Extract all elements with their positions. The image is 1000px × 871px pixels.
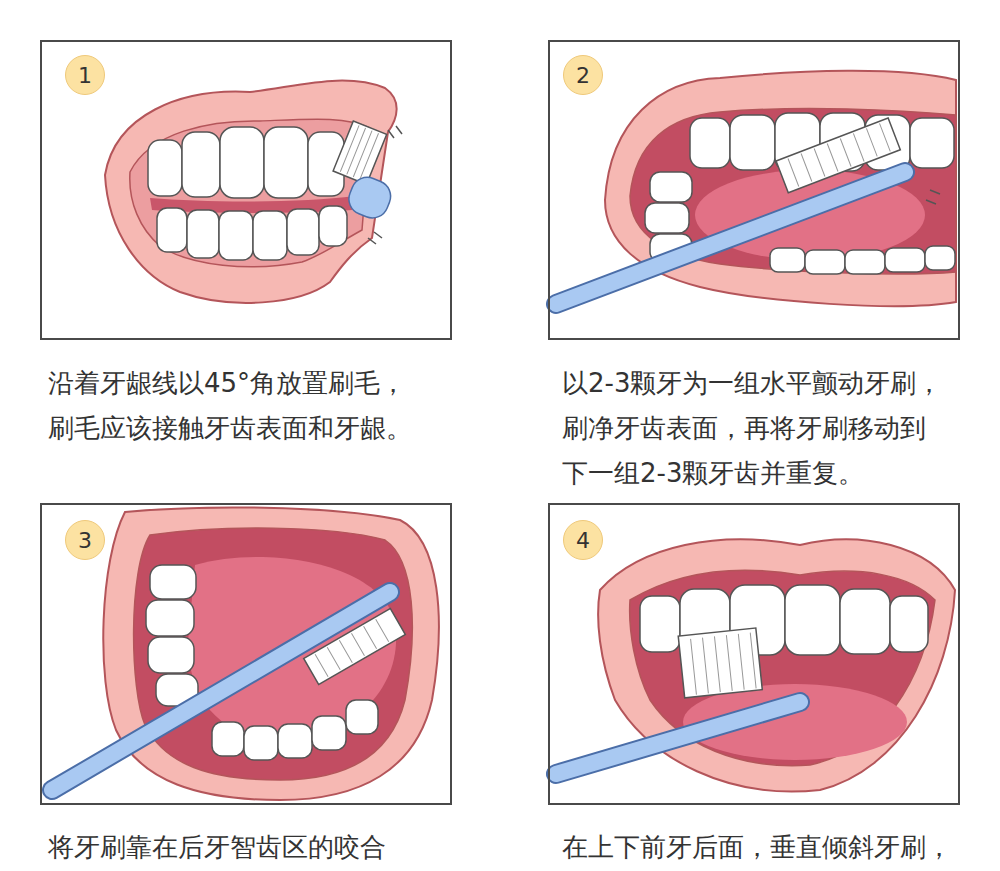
panel-frame — [548, 503, 960, 805]
tooth — [182, 132, 220, 197]
step-caption: 将牙刷靠在后牙智齿区的咬合 — [48, 825, 392, 870]
tooth — [805, 250, 845, 274]
bristle-block — [304, 608, 406, 684]
brush-handle — [556, 702, 800, 774]
step-panel: 沿着牙龈线以45°角放置刷毛， 刷毛应该接触牙齿表面和牙龈。1 — [40, 40, 452, 340]
bristle-lines — [788, 123, 890, 186]
callout-number: 1 — [78, 63, 92, 88]
lips — [105, 81, 397, 303]
mouth-front — [105, 81, 413, 303]
tooth — [840, 589, 890, 654]
tooth — [253, 211, 287, 260]
bristles — [776, 118, 900, 193]
step-number-badge: 2 — [563, 55, 603, 95]
tooth — [770, 248, 805, 272]
tooth — [910, 118, 954, 168]
molar — [645, 203, 689, 233]
callout-number: 3 — [78, 528, 92, 553]
molar — [146, 600, 194, 636]
panel-frame — [548, 40, 960, 340]
tooth — [187, 210, 219, 258]
tooth — [845, 250, 885, 274]
motion-mark — [926, 190, 940, 204]
callout-number: 2 — [576, 63, 590, 88]
step-panel: 将牙刷靠在后牙智齿区的咬合3 — [40, 503, 452, 805]
brush-handle — [52, 592, 390, 790]
tooth — [148, 140, 182, 196]
tooth — [925, 246, 955, 270]
tooth — [244, 726, 278, 760]
tooth — [785, 585, 840, 655]
mouth-front-open — [556, 539, 955, 791]
bristle-lines — [691, 633, 757, 695]
brush-handle-outline — [52, 592, 390, 790]
tooth — [730, 115, 775, 170]
step-panel: 以2-3颗牙为一组水平颤动牙刷， 刷净牙齿表面，再将牙刷移动到 下一组2-3颗牙… — [548, 40, 960, 340]
brush-handle-outline — [556, 172, 905, 304]
molar — [150, 565, 196, 599]
molar — [148, 637, 194, 673]
bristle-lines — [315, 619, 389, 677]
tooth — [219, 211, 253, 260]
bristles — [304, 608, 406, 684]
motion-mark — [368, 126, 402, 244]
brush-handle — [556, 172, 905, 304]
step-number-badge: 3 — [65, 520, 105, 560]
tooth — [690, 118, 730, 168]
molar — [650, 172, 692, 202]
toothbrush-head — [322, 121, 413, 223]
mouth-open — [52, 507, 439, 800]
callout-number: 4 — [576, 528, 590, 553]
tooth — [157, 208, 187, 252]
bristle-block — [776, 118, 900, 193]
brush-head — [344, 173, 395, 223]
tooth — [212, 722, 244, 756]
bristle-lines — [340, 125, 378, 179]
step-caption: 在上下前牙后面，垂直倾斜牙刷， — [562, 825, 958, 870]
mouth-side — [556, 71, 956, 306]
step-number-badge: 1 — [65, 55, 105, 95]
step-number-badge: 4 — [563, 520, 603, 560]
mouth-inside — [130, 119, 370, 267]
tooth — [278, 724, 312, 758]
tooth — [346, 700, 378, 734]
tooth — [319, 206, 347, 246]
tooth — [890, 596, 928, 652]
bristle-block — [678, 628, 762, 698]
step-caption: 沿着牙龈线以45°角放置刷毛， 刷毛应该接触牙齿表面和牙龈。 — [48, 361, 419, 451]
tooth — [885, 248, 925, 272]
step-caption: 以2-3颗牙为一组水平颤动牙刷， 刷净牙齿表面，再将牙刷移动到 下一组2-3颗牙… — [562, 361, 949, 496]
tooth — [287, 209, 319, 255]
tooth — [312, 716, 346, 750]
bristles — [678, 628, 762, 698]
step-panel: 在上下前牙后面，垂直倾斜牙刷，4 — [548, 503, 960, 805]
brush-handle-outline — [556, 702, 800, 774]
tooth — [640, 596, 680, 652]
tooth — [220, 127, 264, 198]
tooth — [264, 127, 308, 198]
bristles — [333, 121, 387, 185]
